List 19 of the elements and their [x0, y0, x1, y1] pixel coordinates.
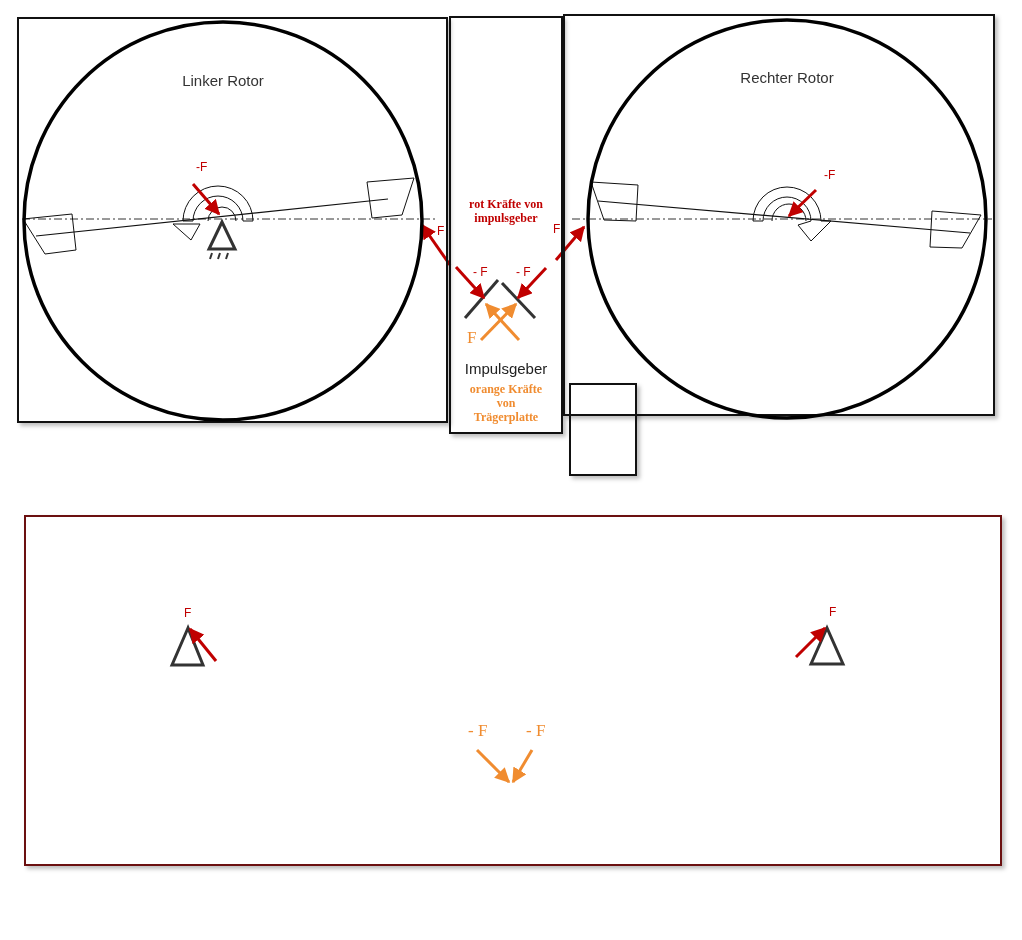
pulse-generator-frame: [449, 16, 563, 434]
force-label: - F: [516, 265, 531, 279]
force-label: - F: [468, 721, 488, 741]
legend-note: orange Kräfte von Trägerplatte: [468, 383, 544, 425]
force-label: - F: [473, 265, 488, 279]
force-label: F: [437, 224, 445, 238]
force-label: F: [184, 606, 192, 620]
rotor-title: Linker Rotor: [182, 72, 264, 90]
rotor-title: Rechter Rotor: [740, 69, 834, 87]
force-label: -F: [824, 168, 836, 182]
small-frame: [569, 383, 637, 476]
force-label: F: [553, 222, 561, 236]
component-title: Impulsgeber: [464, 360, 548, 378]
force-label: - F: [526, 721, 546, 741]
legend-note: rot Kräfte von impulsgeber: [468, 198, 544, 226]
force-label: F: [467, 328, 477, 348]
force-label: F: [829, 605, 837, 619]
force-label: -F: [196, 160, 208, 174]
base-plate-frame: [24, 515, 1002, 866]
